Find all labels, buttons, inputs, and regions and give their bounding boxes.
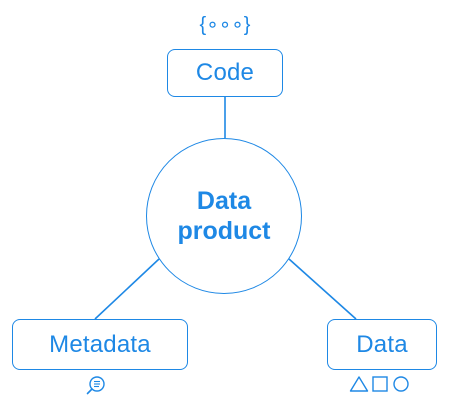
center-title-line-2: product xyxy=(177,217,271,245)
data-label: Data xyxy=(356,330,408,358)
svg-text:{∘∘∘}: {∘∘∘} xyxy=(200,14,251,36)
metadata-node: Metadata xyxy=(12,319,188,370)
data-node: Data xyxy=(327,319,437,370)
code-node: Code xyxy=(167,49,283,97)
data-product-circle: Data product xyxy=(146,138,302,294)
metadata-label: Metadata xyxy=(49,330,151,358)
center-title-line-1: Data xyxy=(196,187,252,215)
magnifier-document-icon xyxy=(85,374,107,396)
code-label: Code xyxy=(195,59,255,86)
connector-center-to-data xyxy=(288,258,357,320)
connector-center-to-metadata xyxy=(94,258,160,320)
triangle-square-circle-icon xyxy=(349,375,413,393)
curly-braces-dots-icon: {∘∘∘} xyxy=(193,8,257,40)
